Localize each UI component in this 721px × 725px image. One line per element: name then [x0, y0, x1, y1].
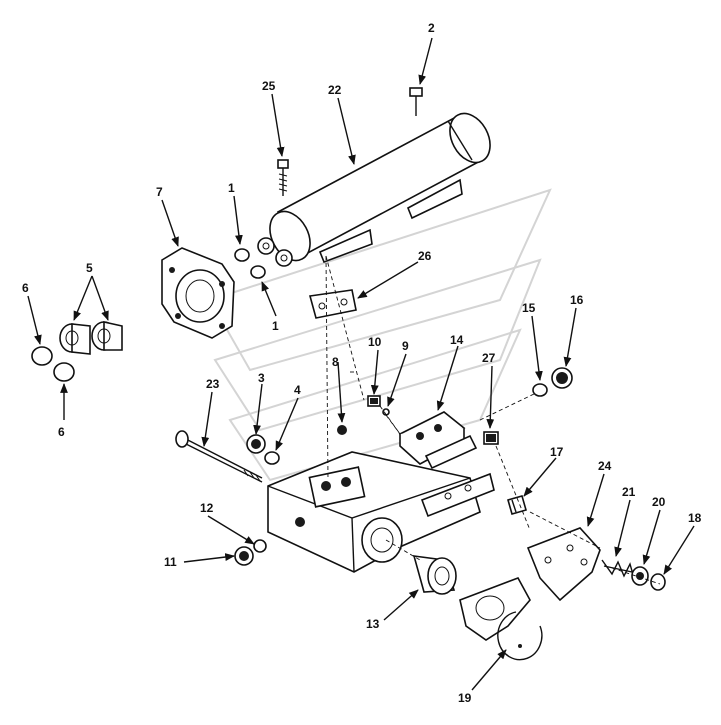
gasket-24: [459, 527, 601, 641]
callout-7: 7: [156, 185, 163, 199]
callout-24: 24: [598, 459, 612, 473]
callout-3: 3: [258, 371, 265, 385]
callout-17: 17: [550, 445, 564, 459]
o-rings-6: [31, 346, 75, 382]
callout-6-bottom: 6: [58, 425, 65, 439]
callout-18: 18: [688, 511, 702, 525]
screw-25: [277, 159, 289, 196]
ring-18: [650, 573, 666, 591]
o-ring-12: [253, 539, 267, 553]
gasket-26: [308, 289, 357, 319]
assembly-lines: [325, 255, 661, 585]
plug-11: [234, 546, 254, 566]
callout-8: 8: [332, 355, 339, 369]
callout-26: 26: [418, 249, 432, 263]
callout-21: 21: [622, 485, 636, 499]
callout-1-bottom: 1: [272, 319, 279, 333]
callout-13: 13: [366, 617, 380, 631]
leader-arrows: [27, 37, 695, 691]
callout-4: 4: [294, 383, 301, 397]
callout-labels: 2 25 22 7 1 1 26 5 6 6 15 16 10 8 9 14 2…: [22, 21, 702, 705]
fitting-27: [483, 431, 499, 445]
pin-9: [379, 405, 401, 435]
callout-23: 23: [206, 377, 220, 391]
callout-2: 2: [428, 21, 435, 35]
plug-3: [246, 434, 266, 454]
callout-5: 5: [86, 261, 93, 275]
plug-10: [367, 395, 381, 407]
callout-20: 20: [652, 495, 666, 509]
piston-13: [412, 555, 457, 595]
cooler-cylinder: [257, 112, 491, 267]
snap-ring-19: [497, 611, 543, 661]
bolt-2: [409, 87, 423, 116]
callout-19: 19: [458, 691, 472, 705]
callout-15: 15: [522, 301, 536, 315]
callout-6-top: 6: [22, 281, 29, 295]
connector-17: [507, 495, 527, 515]
o-rings-1: [234, 248, 266, 279]
adapter-housing-7: [161, 247, 235, 339]
rod-23: [175, 430, 263, 483]
plate-14: [398, 411, 478, 470]
callout-10: 10: [368, 335, 382, 349]
spring-21: [601, 559, 635, 579]
callout-27: 27: [482, 351, 496, 365]
retainer-20: [631, 566, 649, 586]
callout-11: 11: [164, 555, 177, 569]
callout-22: 22: [328, 83, 342, 97]
plug-16: [551, 367, 573, 389]
callout-9: 9: [402, 339, 409, 353]
callout-12: 12: [200, 501, 214, 515]
fittings-5: [59, 321, 123, 355]
callout-1-top: 1: [228, 181, 235, 195]
assembly-line: [479, 393, 535, 421]
callout-14: 14: [450, 333, 464, 347]
plug-8: [337, 425, 347, 435]
o-ring-4: [264, 451, 280, 465]
o-ring-15: [532, 383, 548, 397]
callout-25: 25: [262, 79, 276, 93]
callout-16: 16: [570, 293, 584, 307]
valve-body: [267, 451, 495, 573]
